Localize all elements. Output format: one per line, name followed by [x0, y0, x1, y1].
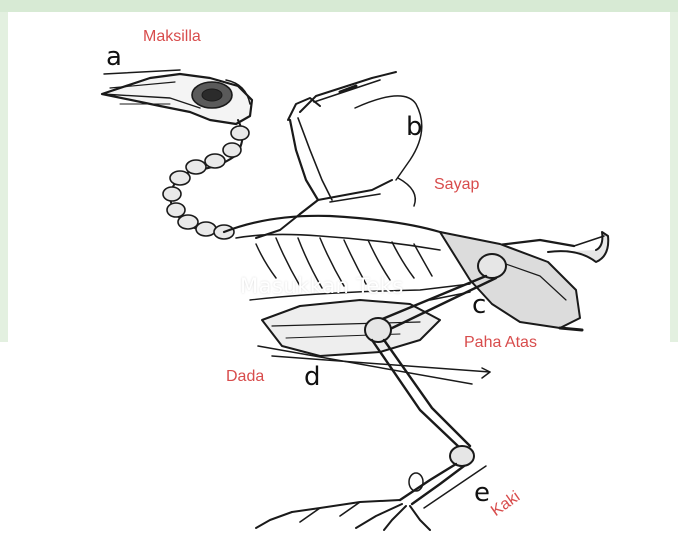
label-letter-a: a [106, 42, 122, 72]
neck-vertebrae [163, 120, 249, 239]
watermark-text: Masukkan Teks [240, 274, 404, 298]
label-letter-d: d [304, 362, 321, 392]
skull [102, 74, 252, 124]
label-dada: Dada [226, 368, 264, 386]
leader-b-lower [398, 178, 415, 206]
label-paha-atas: Paha Atas [464, 334, 537, 352]
label-sayap: Sayap [434, 176, 479, 194]
pelvis-tail [440, 232, 608, 330]
sternum-keel [262, 300, 440, 356]
label-letter-e: e [474, 478, 490, 508]
label-maksilla: Maksilla [143, 28, 201, 46]
leader-d-arrowhead [482, 368, 490, 378]
wing-bones [256, 72, 396, 238]
label-letter-b: b [406, 112, 423, 142]
label-letter-c: c [472, 290, 486, 320]
